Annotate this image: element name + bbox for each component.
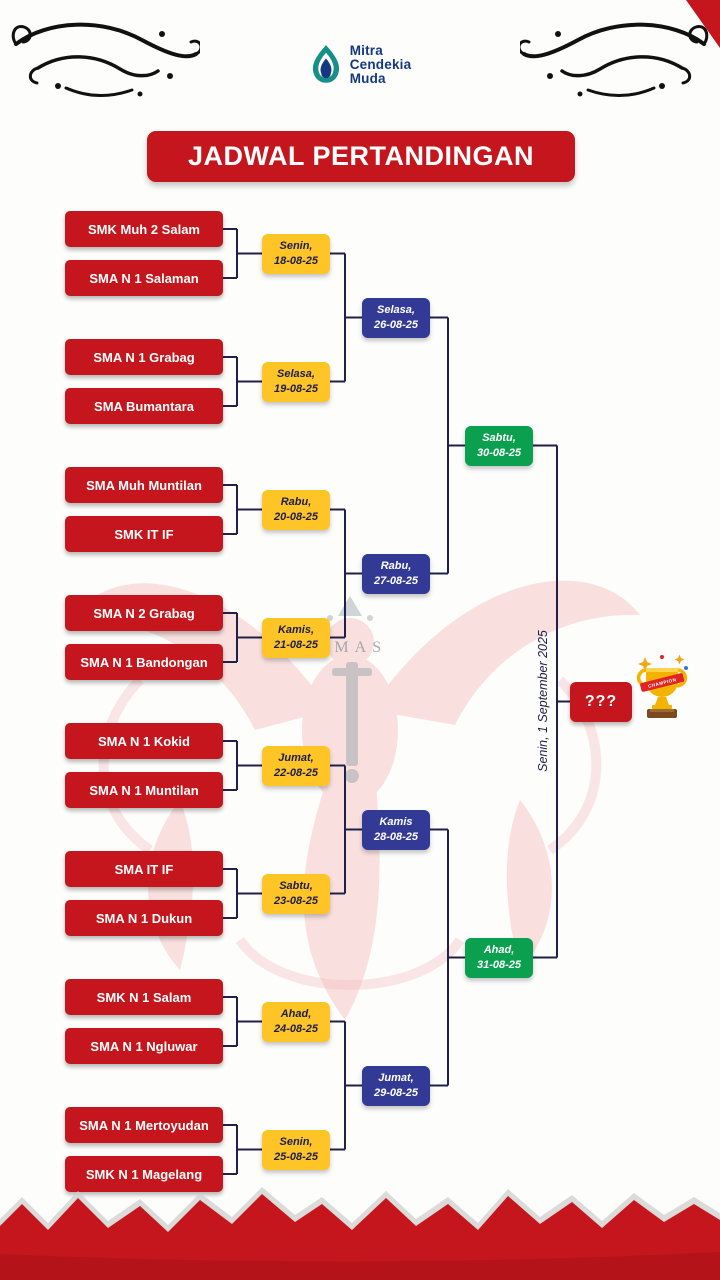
match-date-box-r2: Selasa, 26-08-25 xyxy=(362,298,430,338)
logo-line1: Mitra xyxy=(349,43,383,58)
match-date: 22-08-25 xyxy=(273,767,319,779)
trophy-icon: CHAMPION xyxy=(636,654,688,718)
match-day: Sabtu, xyxy=(482,432,516,444)
logo-line3: Muda xyxy=(349,71,386,86)
team-box: SMA N 1 Grabag xyxy=(65,339,223,375)
logo-text: Mitra Cendekia Muda xyxy=(350,44,412,86)
match-date: 25-08-25 xyxy=(273,1151,319,1163)
match-date-box-r2: Jumat, 29-08-25 xyxy=(362,1066,430,1106)
team-box: SMA N 1 Salaman xyxy=(65,260,223,296)
match-day: Selasa, xyxy=(377,304,415,316)
match-date-box-r2: Kamis 28-08-25 xyxy=(362,810,430,850)
final-date-label: Senin, 1 September 2025 xyxy=(536,630,550,772)
match-date-box-r3: Ahad, 31-08-25 xyxy=(465,938,533,978)
match-date-box-r1: Ahad, 24-08-25 xyxy=(262,1002,330,1042)
match-day: Ahad, xyxy=(280,1008,312,1020)
match-date: 28-08-25 xyxy=(373,831,419,843)
team-box: SMA N 1 Muntilan xyxy=(65,772,223,808)
team-box: SMA N 1 Ngluwar xyxy=(65,1028,223,1064)
match-date-box-r1: Rabu, 20-08-25 xyxy=(262,490,330,530)
corner-flourish-left xyxy=(11,22,200,98)
match-day: Selasa, xyxy=(277,368,315,380)
match-date: 29-08-25 xyxy=(373,1087,419,1099)
team-box: SMA N 1 Bandongan xyxy=(65,644,223,680)
match-date-box-r2: Rabu, 27-08-25 xyxy=(362,554,430,594)
corner-flourish-right xyxy=(520,22,709,98)
team-box: SMA N 1 Mertoyudan xyxy=(65,1107,223,1143)
logo: Mitra Cendekia Muda xyxy=(0,44,720,86)
match-day: Kamis xyxy=(379,816,413,828)
match-day: Sabtu, xyxy=(279,880,313,892)
match-date-box-r1: Selasa, 19-08-25 xyxy=(262,362,330,402)
team-box: SMA N 1 Kokid xyxy=(65,723,223,759)
match-date: 20-08-25 xyxy=(273,511,319,523)
logo-line2: Cendekia xyxy=(349,57,412,72)
match-date: 26-08-25 xyxy=(373,319,419,331)
team-box: SMK IT IF xyxy=(65,516,223,552)
match-date-box-r1: Senin, 25-08-25 xyxy=(262,1130,330,1170)
team-box: SMK N 1 Salam xyxy=(65,979,223,1015)
match-date-box-r1: Kamis, 21-08-25 xyxy=(262,618,330,658)
team-box: SMA N 1 Dukun xyxy=(65,900,223,936)
match-day: Senin, xyxy=(279,240,313,252)
match-date: 23-08-25 xyxy=(273,895,319,907)
match-date: 30-08-25 xyxy=(476,447,522,459)
logo-mark-icon xyxy=(312,45,339,83)
match-day: Kamis, xyxy=(277,624,315,636)
match-day: Jumat, xyxy=(378,1072,414,1084)
trophy-banner-text: CHAMPION xyxy=(648,677,678,689)
team-box: SMA Bumantara xyxy=(65,388,223,424)
match-day: Ahad, xyxy=(483,944,515,956)
team-box: SMK N 1 Magelang xyxy=(65,1156,223,1192)
match-day: Rabu, xyxy=(380,560,412,572)
team-box: SMA Muh Muntilan xyxy=(65,467,223,503)
corner-accent xyxy=(686,0,720,48)
final-winner-box: ??? xyxy=(570,682,632,722)
match-day: Senin, xyxy=(279,1136,313,1148)
match-date: 31-08-25 xyxy=(476,959,522,971)
page-title: JADWAL PERTANDINGAN xyxy=(147,131,575,182)
team-box: SMK Muh 2 Salam xyxy=(65,211,223,247)
match-date: 24-08-25 xyxy=(273,1023,319,1035)
match-date: 21-08-25 xyxy=(273,639,319,651)
match-date-box-r1: Senin, 18-08-25 xyxy=(262,234,330,274)
match-date-box-r1: Sabtu, 23-08-25 xyxy=(262,874,330,914)
team-box: SMA IT IF xyxy=(65,851,223,887)
match-date: 19-08-25 xyxy=(273,383,319,395)
torn-paper-edge xyxy=(0,1187,720,1280)
match-day: Jumat, xyxy=(278,752,314,764)
match-date-box-r3: Sabtu, 30-08-25 xyxy=(465,426,533,466)
match-date: 27-08-25 xyxy=(373,575,419,587)
match-date-box-r1: Jumat, 22-08-25 xyxy=(262,746,330,786)
match-date: 18-08-25 xyxy=(273,255,319,267)
team-box: SMA N 2 Grabag xyxy=(65,595,223,631)
match-day: Rabu, xyxy=(280,496,312,508)
